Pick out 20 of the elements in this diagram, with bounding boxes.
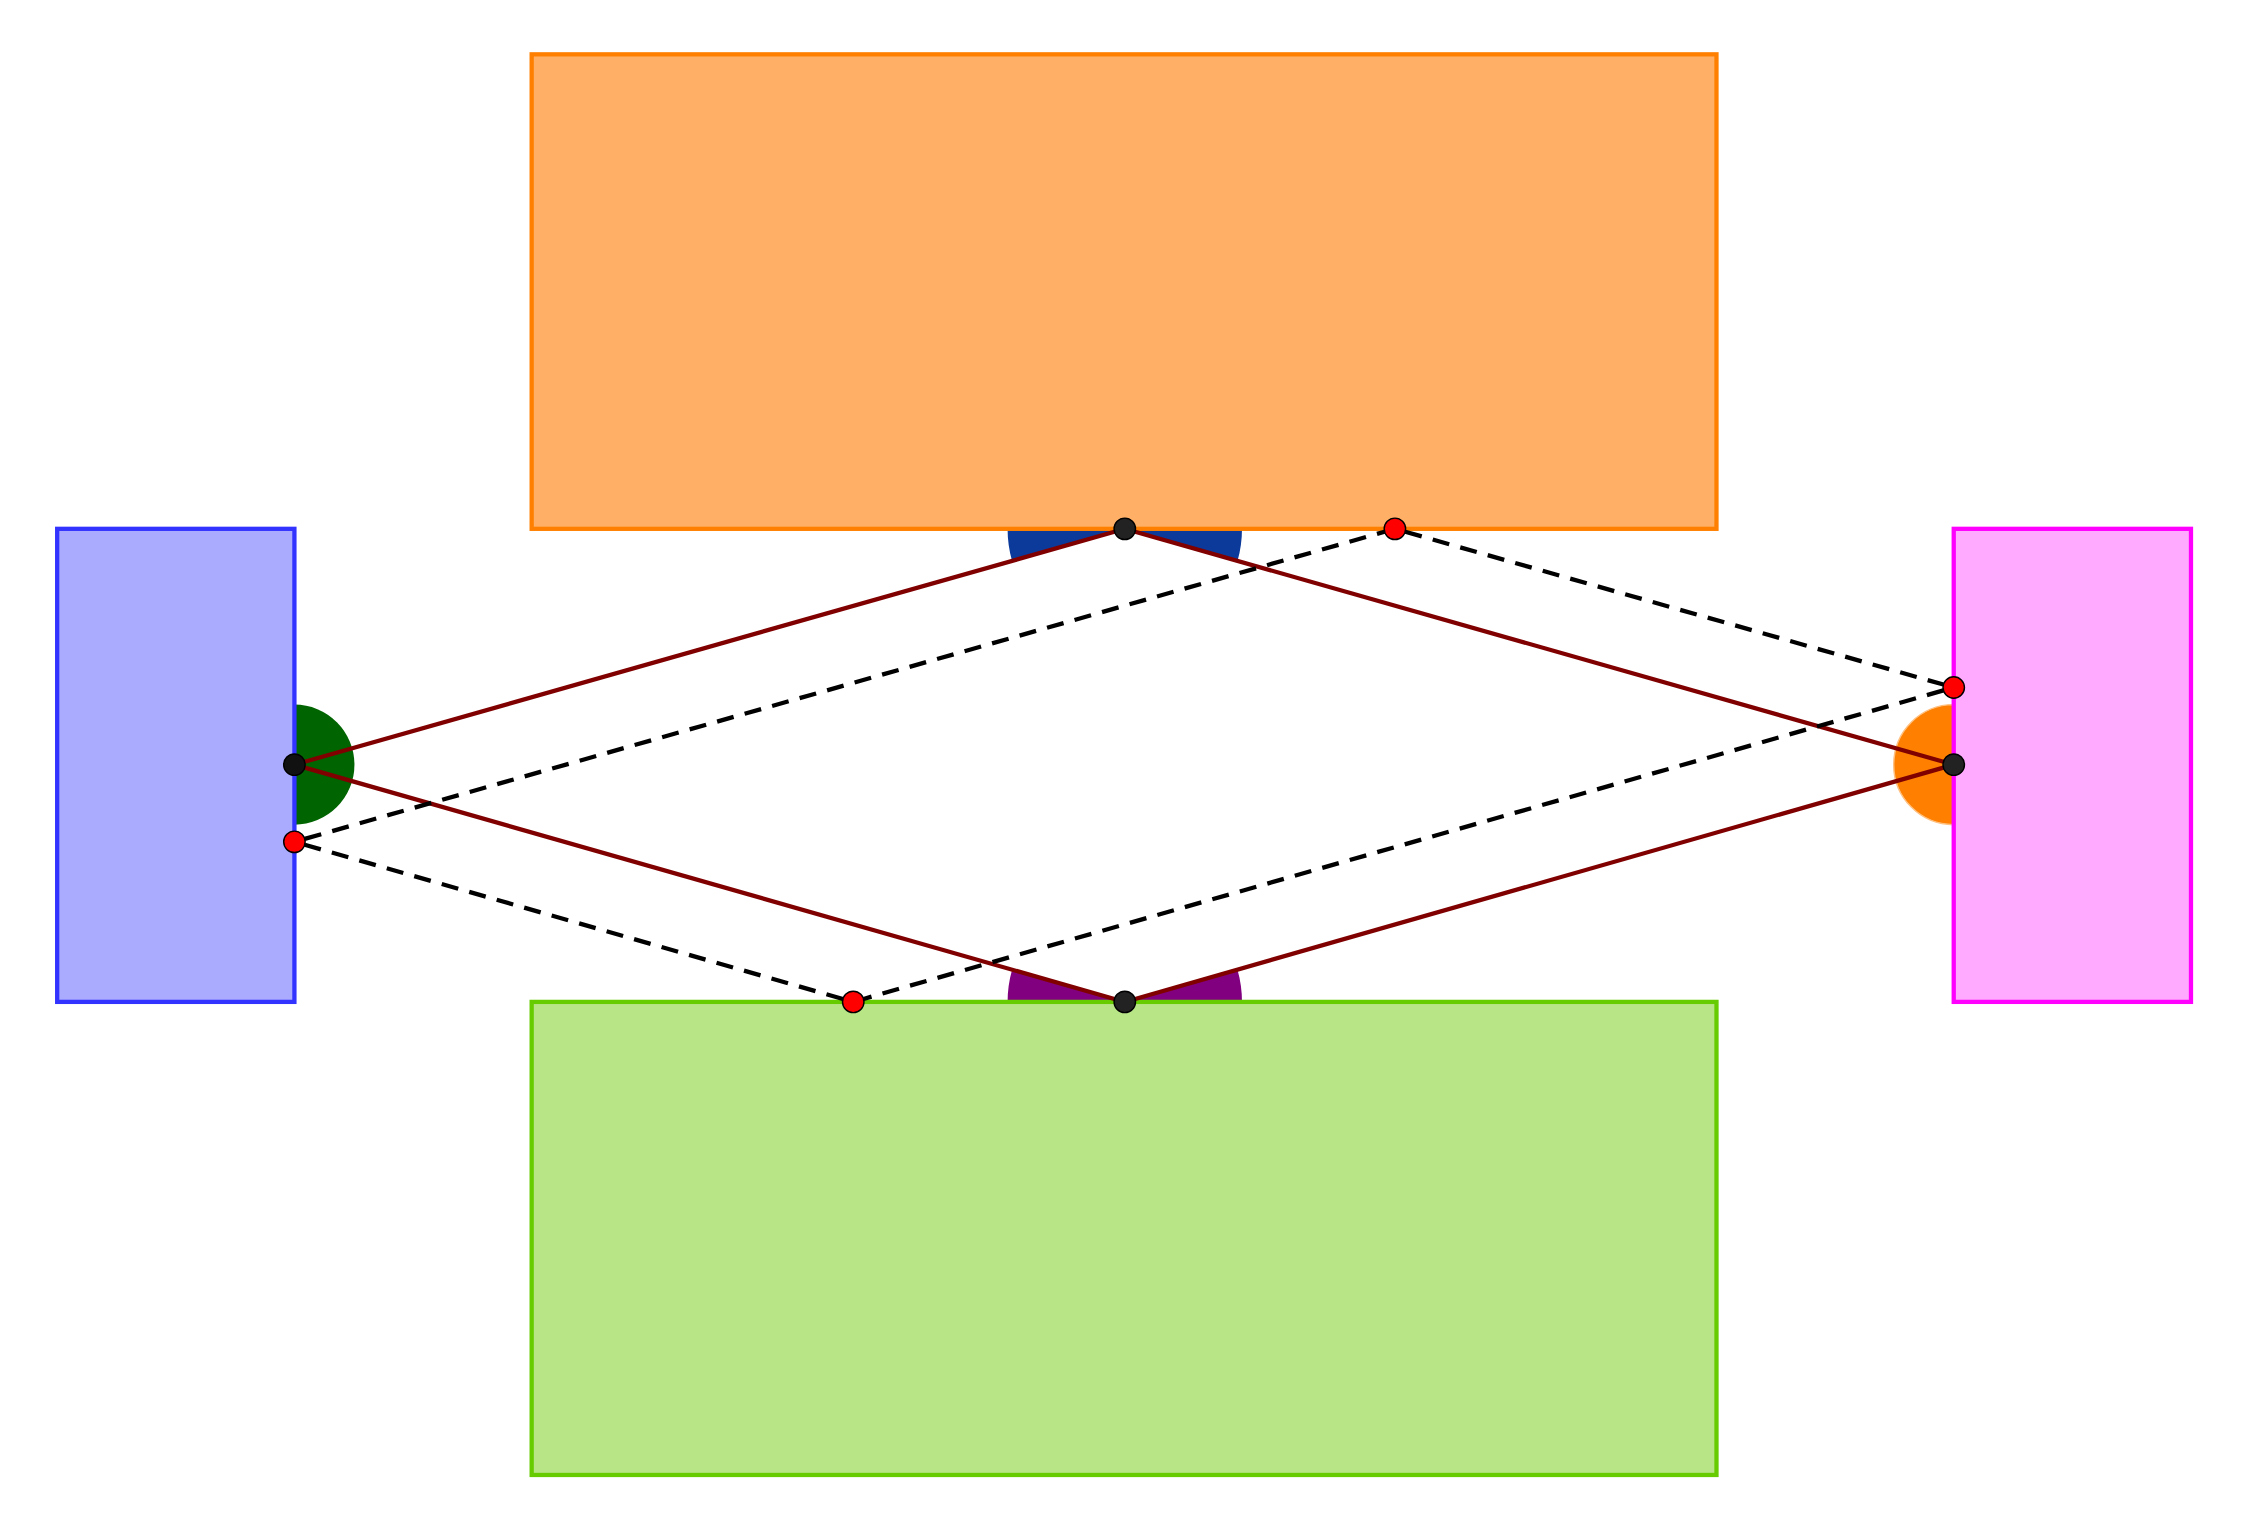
dashed-line [862, 688, 1944, 1001]
line-segment [1134, 529, 1944, 764]
point-marker [1942, 753, 1966, 777]
dashed-line [304, 842, 844, 1001]
line-segment [1134, 765, 1944, 1001]
rectangle [1951, 526, 2194, 1005]
dashed-line [304, 529, 1386, 841]
point-marker [283, 830, 306, 854]
point-marker [1113, 990, 1137, 1014]
rectangle [529, 52, 1719, 531]
rectangle [529, 999, 1719, 1478]
point-marker [1113, 517, 1137, 541]
point-marker [1942, 676, 1966, 699]
point-marker [283, 753, 306, 777]
point-marker [1383, 517, 1407, 541]
dashed-line [1404, 529, 1944, 687]
line-segment [304, 529, 1116, 764]
point-marker [841, 990, 865, 1014]
rectangle [55, 526, 297, 1005]
line-segment [304, 765, 1116, 1001]
